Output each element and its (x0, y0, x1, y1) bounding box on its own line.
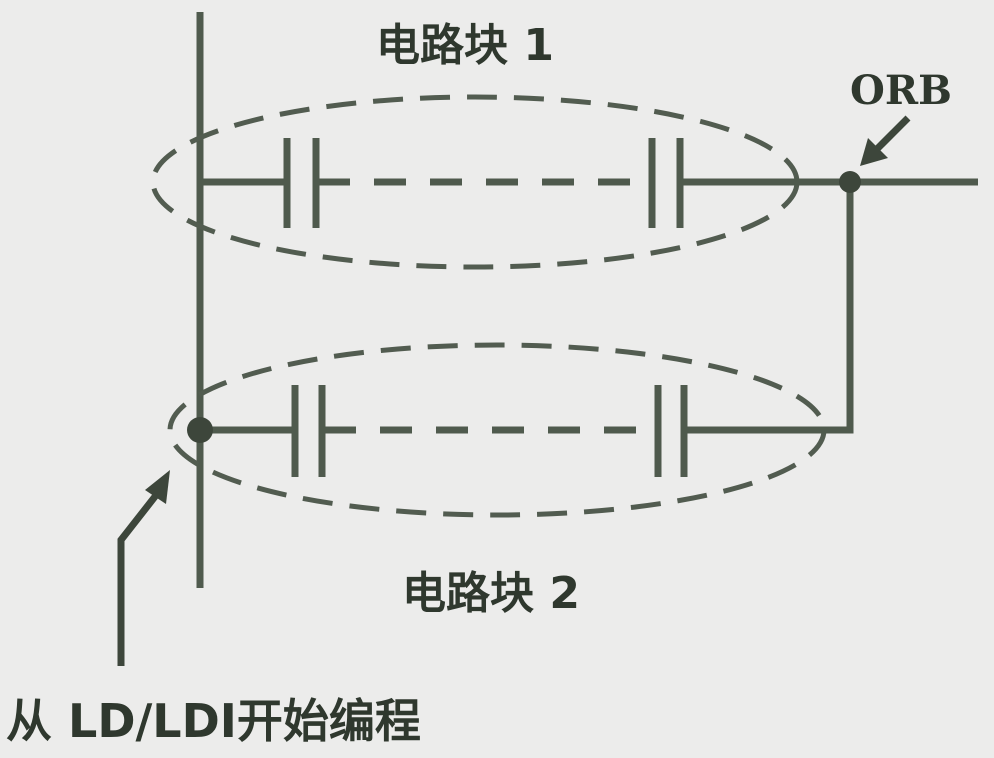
rung-2-contact-2 (654, 385, 688, 477)
orb-pointer-arrow (860, 115, 911, 166)
rung-1-contact-2 (648, 138, 684, 228)
orb-arrow-shaft (873, 115, 911, 153)
circuit-block-1 (150, 94, 978, 270)
circuit-block-2-label: 电路块 2 (402, 568, 580, 619)
circuit-block-2 (167, 182, 854, 518)
start-pointer-arrow (117, 470, 170, 666)
start-arrow-shaft (117, 491, 160, 666)
orb-arrow-head (860, 138, 888, 166)
ld-start-node (187, 417, 213, 443)
orb-junction-node (839, 171, 861, 193)
rung-1-contact-1 (283, 138, 320, 228)
orb-label: ORB (850, 67, 952, 114)
start-arrow-head (145, 470, 170, 504)
start-programming-label: 从 LD/LDI开始编程 (6, 694, 421, 748)
rung-2-return-wire (686, 182, 854, 434)
circuit-block-1-label: 电路块 1 (376, 20, 554, 71)
rung-2-contact-1 (291, 385, 326, 477)
